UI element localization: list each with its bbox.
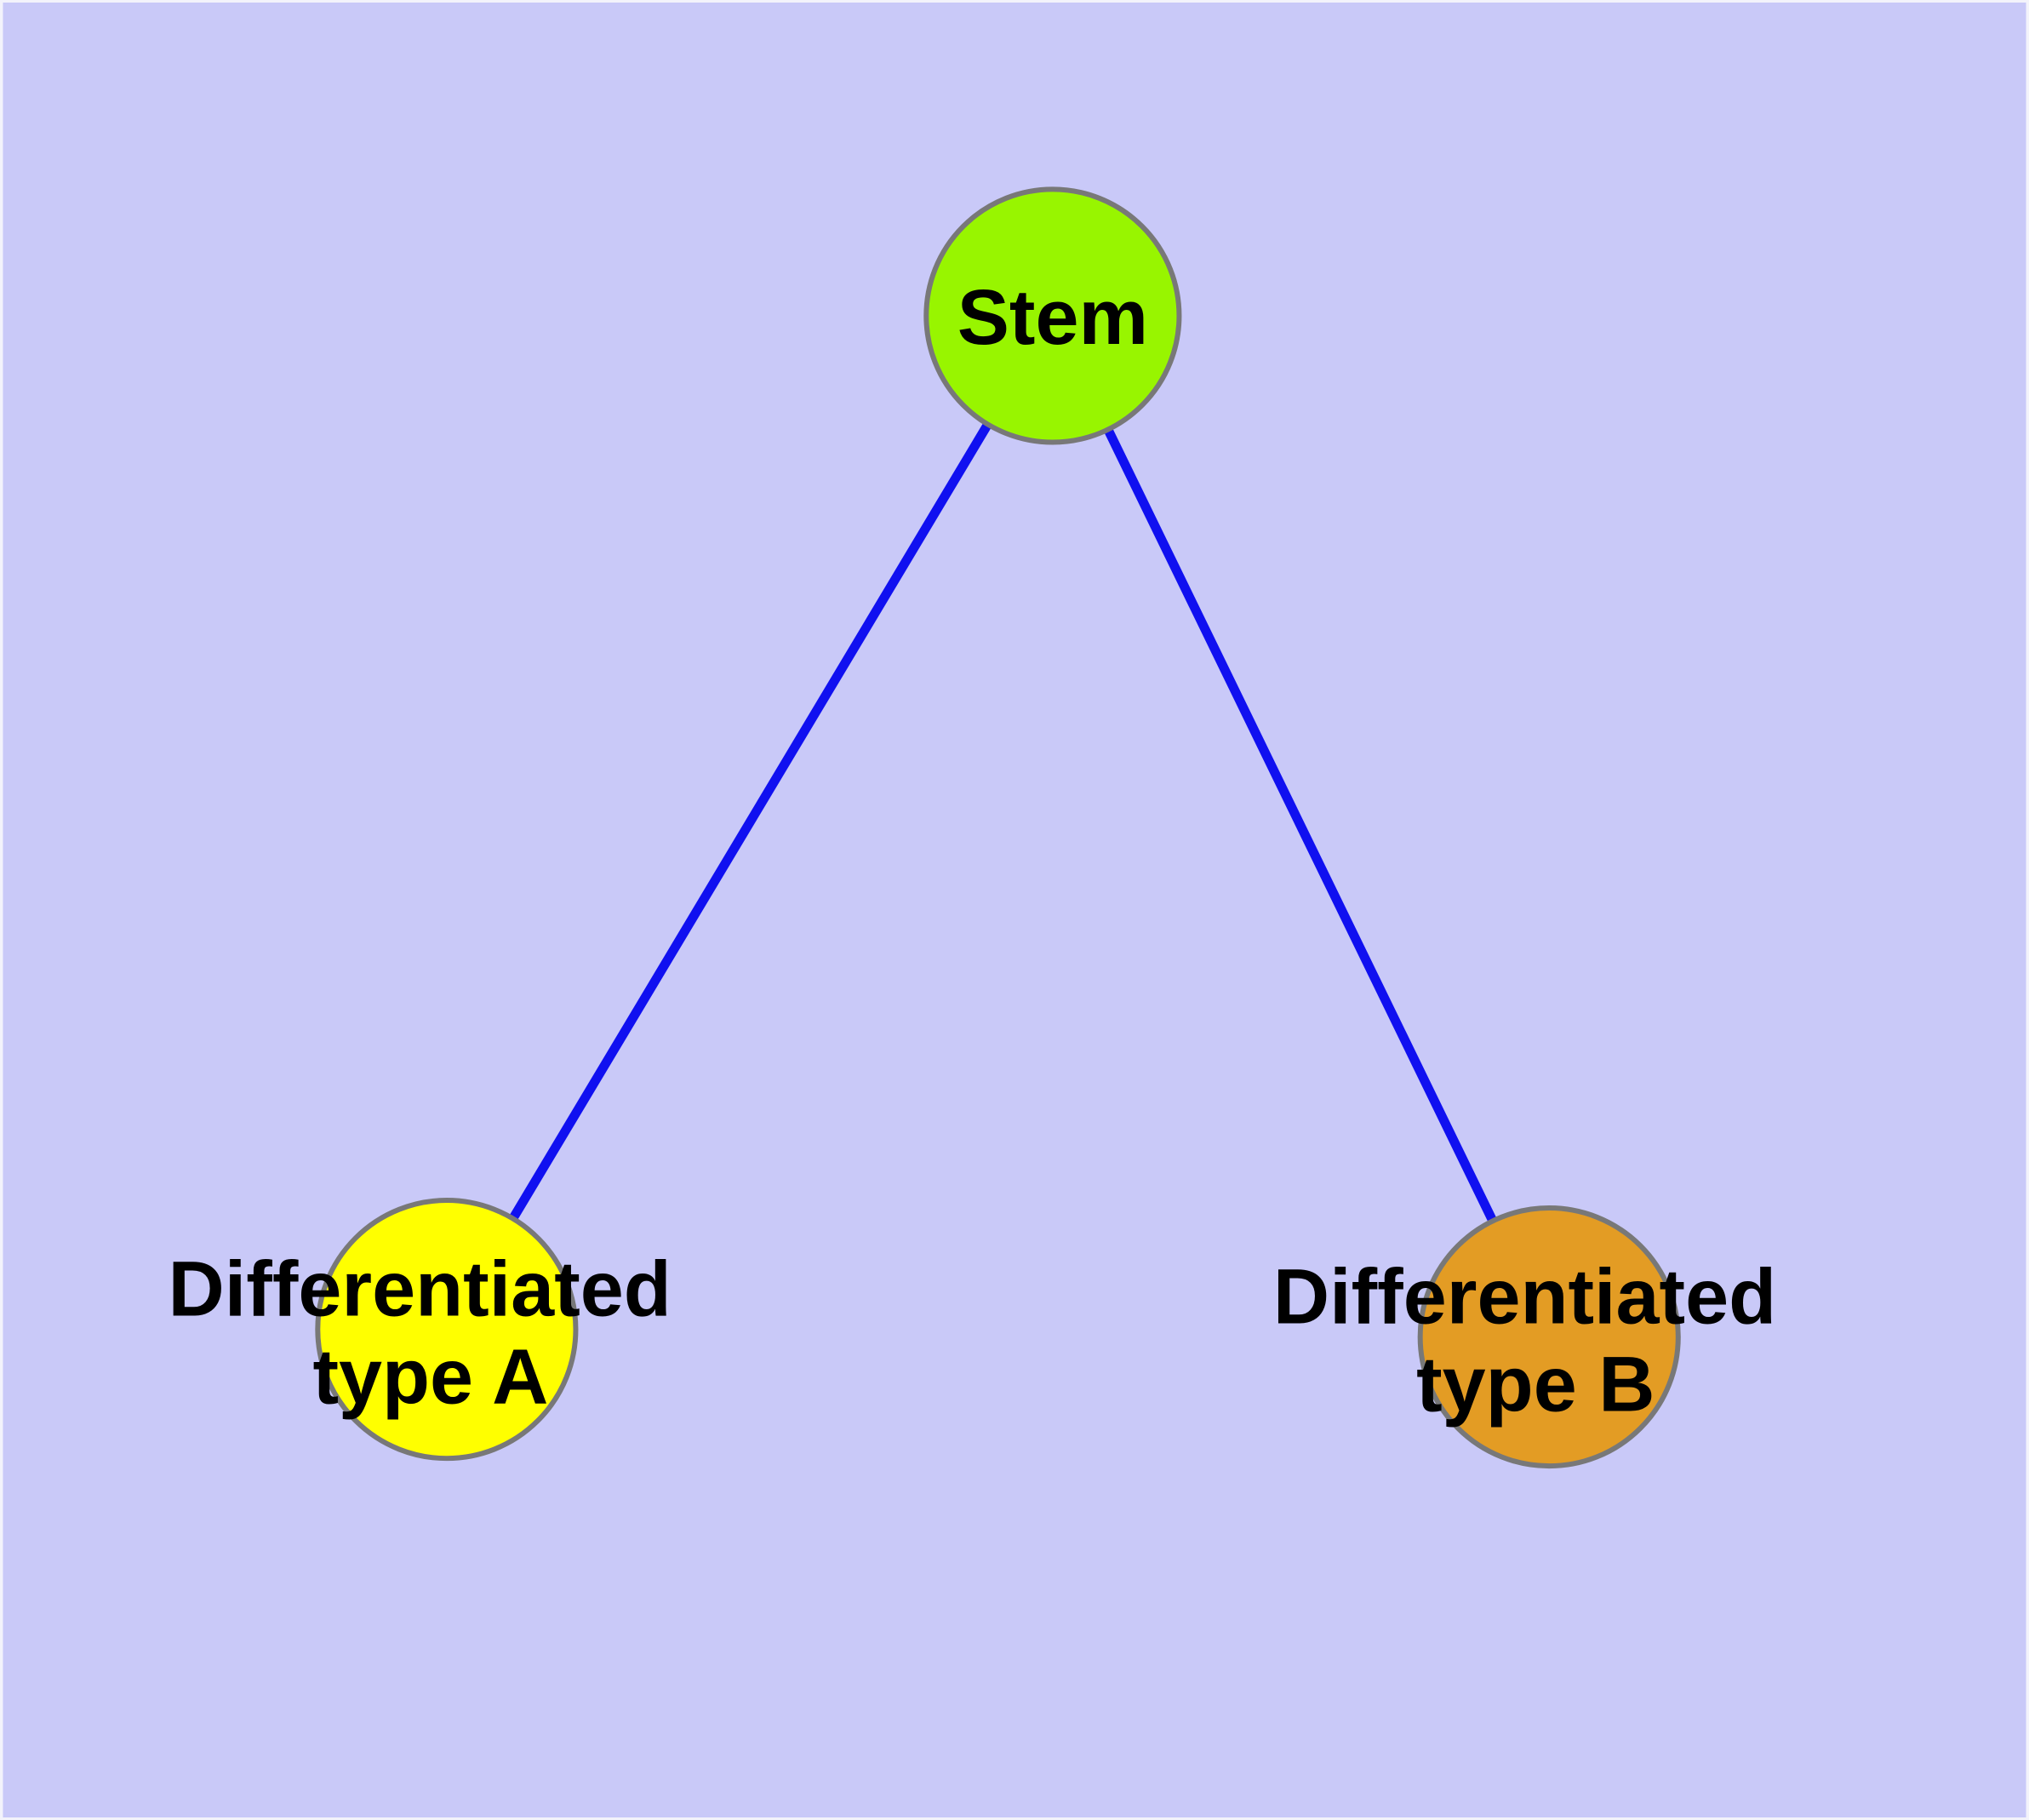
node-typeB-label-line1: Differentiated (1273, 1254, 1776, 1341)
node-typeA-label-line1: Differentiated (169, 1246, 672, 1333)
node-differentiated-type-b (1417, 1205, 1681, 1469)
node-typeB-label: Differentiated type B (1273, 1254, 1798, 1428)
node-stem-label: Stem (957, 274, 1148, 361)
edge-stem-to-typeA (443, 313, 1057, 1332)
edge-stem-to-typeB (1048, 313, 1554, 1339)
node-typeA-label-line2: type A (312, 1333, 548, 1420)
node-typeB-label-line2: type B (1416, 1341, 1655, 1428)
cell-differentiation-diagram: Stem Differentiated type A Differentiate… (3, 3, 2026, 1817)
node-differentiated-type-a (315, 1198, 579, 1462)
node-stem (923, 186, 1182, 445)
node-typeA-label: Differentiated type A (169, 1246, 694, 1421)
